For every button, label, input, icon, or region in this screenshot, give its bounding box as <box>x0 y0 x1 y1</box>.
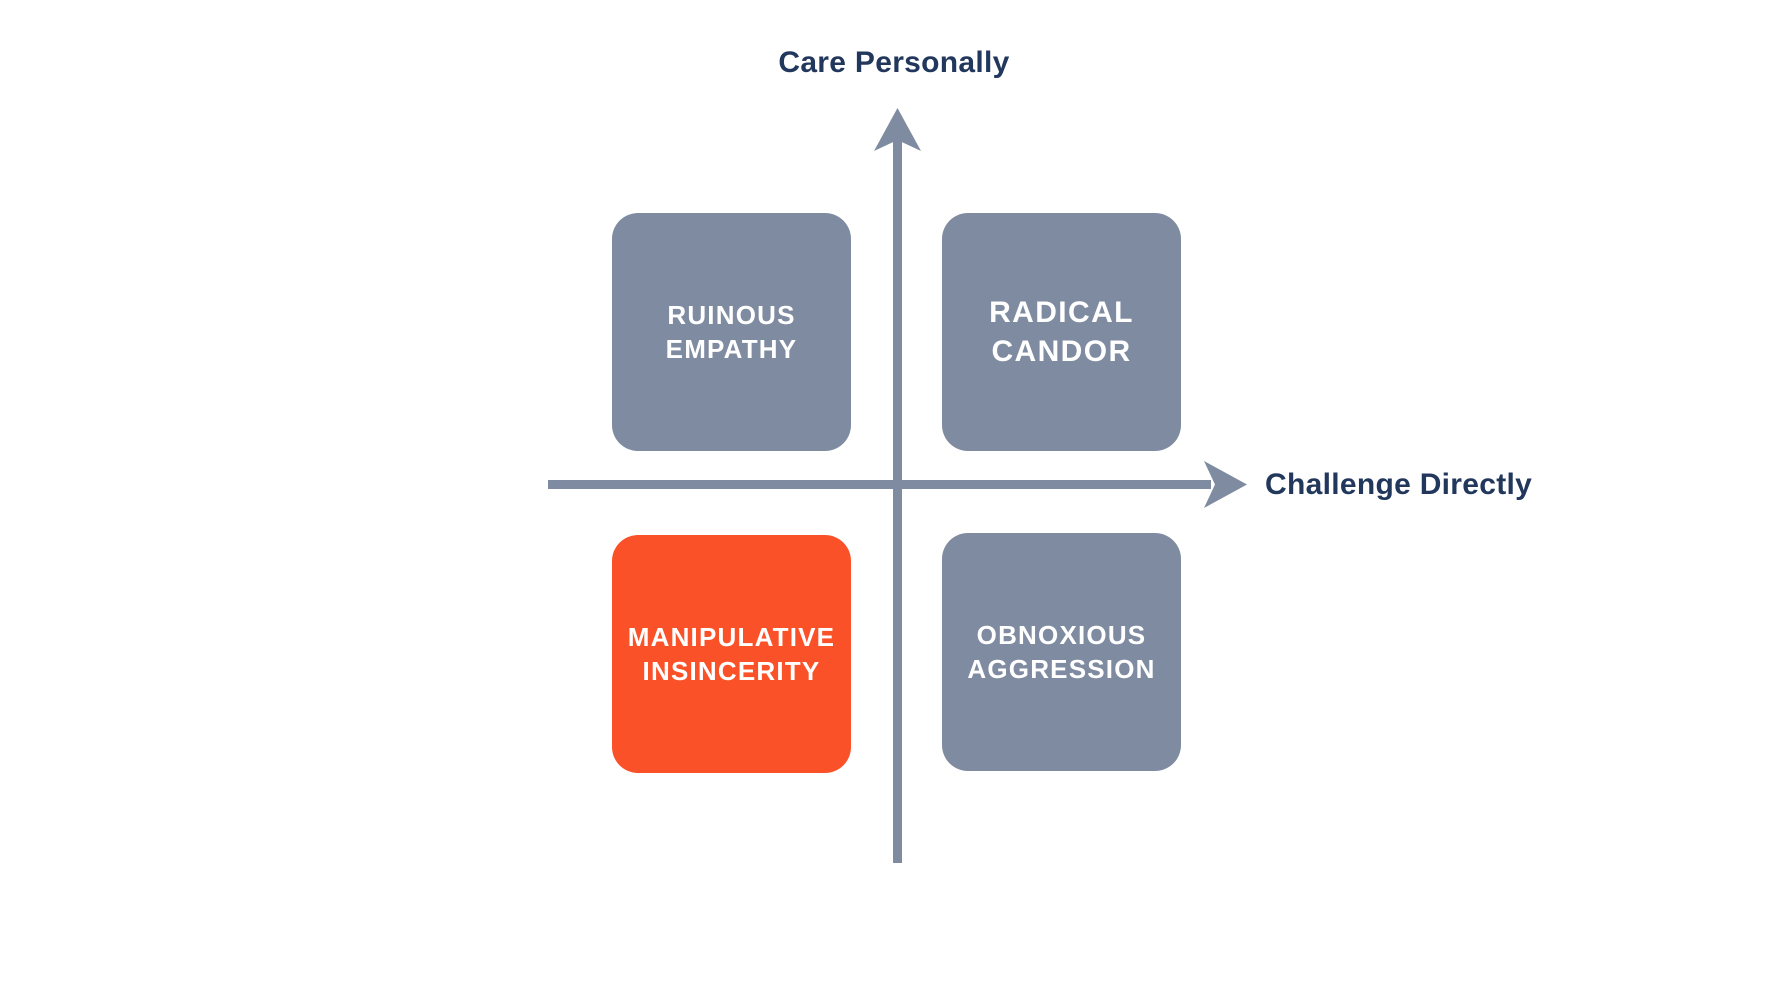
quadrant-label-line: RADICAL <box>989 296 1134 329</box>
quadrant-label-line: MANIPULATIVE <box>627 622 836 652</box>
y-axis-label: Care Personally <box>778 46 1010 79</box>
quadrant-manipulative-insincerity: MANIPULATIVE INSINCERITY <box>612 535 851 773</box>
x-axis-label: Challenge Directly <box>1265 468 1533 501</box>
quadrant-label-line: EMPATHY <box>665 334 798 364</box>
quadrant-label-line: CANDOR <box>991 335 1132 368</box>
y-axis-arrowhead-icon <box>874 108 921 151</box>
quadrant-label-line: AGGRESSION <box>967 654 1156 684</box>
quadrant-obnoxious-aggression: OBNOXIOUS AGGRESSION <box>942 533 1181 771</box>
x-axis-arrowhead-icon <box>1204 461 1247 508</box>
quadrant-label-line: OBNOXIOUS <box>976 620 1147 650</box>
quadrant-label-line: RUINOUS <box>667 300 796 330</box>
y-axis-line <box>893 124 902 863</box>
quadrant-radical-candor: RADICAL CANDOR <box>942 213 1181 451</box>
quadrant-ruinous-empathy: RUINOUS EMPATHY <box>612 213 851 451</box>
quadrant-label-line: INSINCERITY <box>642 656 821 686</box>
x-axis-line <box>548 480 1211 489</box>
